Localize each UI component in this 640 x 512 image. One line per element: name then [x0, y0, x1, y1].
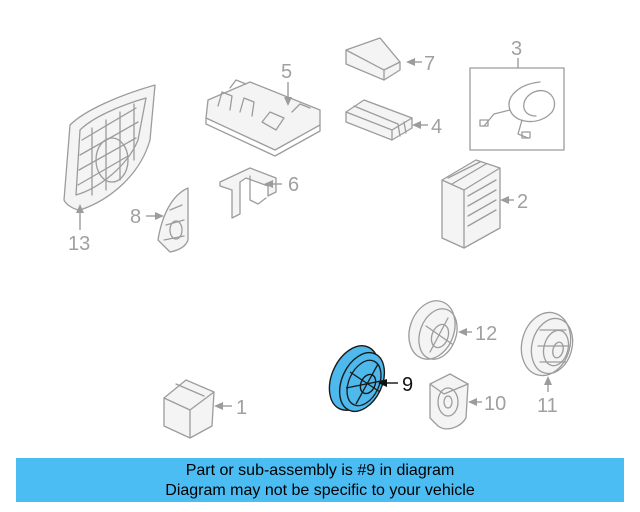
callout-2: 2 [500, 191, 528, 213]
part-8-trim-speaker[interactable] [157, 187, 189, 253]
part-5-bracket-plate[interactable] [205, 79, 321, 157]
callout-6: 6 [264, 174, 299, 196]
callout-13: 13 [68, 204, 90, 255]
parts-diagram: 13 8 5 6 7 [63, 37, 579, 439]
part-4-module[interactable] [345, 99, 413, 141]
svg-text:4: 4 [431, 116, 442, 138]
svg-text:2: 2 [517, 191, 528, 213]
caption-line-2: Diagram may not be specific to your vehi… [165, 482, 475, 499]
svg-text:7: 7 [424, 53, 435, 75]
svg-text:11: 11 [537, 395, 558, 417]
svg-text:10: 10 [484, 393, 506, 415]
callout-4: 4 [412, 116, 442, 138]
part-9-speaker-highlighted[interactable] [320, 338, 394, 419]
part-7-cover[interactable] [345, 37, 401, 81]
part-10-speaker-housing[interactable] [429, 373, 469, 430]
part-3-wiring-kit[interactable] [469, 67, 565, 151]
svg-text:5: 5 [281, 61, 292, 83]
svg-text:9: 9 [402, 374, 413, 396]
callout-9: 9 [378, 374, 413, 396]
part-1-amplifier[interactable] [163, 379, 215, 439]
callout-1: 1 [214, 397, 247, 419]
part-11-speaker[interactable] [515, 307, 579, 381]
part-6-bracket[interactable] [219, 167, 277, 219]
callout-7: 7 [406, 53, 435, 75]
caption-banner: Part or sub-assembly is #9 in diagram Di… [16, 458, 624, 502]
svg-text:6: 6 [288, 174, 299, 196]
callout-10: 10 [468, 393, 506, 415]
svg-text:13: 13 [68, 233, 90, 255]
callout-3: 3 [511, 38, 522, 68]
part-12-speaker[interactable] [401, 294, 464, 365]
part-13-grille[interactable] [63, 84, 156, 211]
callout-8: 8 [130, 206, 164, 228]
caption-line-1: Part or sub-assembly is #9 in diagram [185, 462, 455, 479]
svg-text:3: 3 [511, 38, 522, 60]
svg-text:1: 1 [236, 397, 247, 419]
callout-5: 5 [281, 61, 292, 106]
callout-12: 12 [458, 323, 497, 345]
part-2-control-unit[interactable] [441, 159, 501, 249]
callout-11: 11 [537, 376, 558, 417]
svg-text:8: 8 [130, 206, 141, 228]
svg-text:12: 12 [475, 323, 497, 345]
